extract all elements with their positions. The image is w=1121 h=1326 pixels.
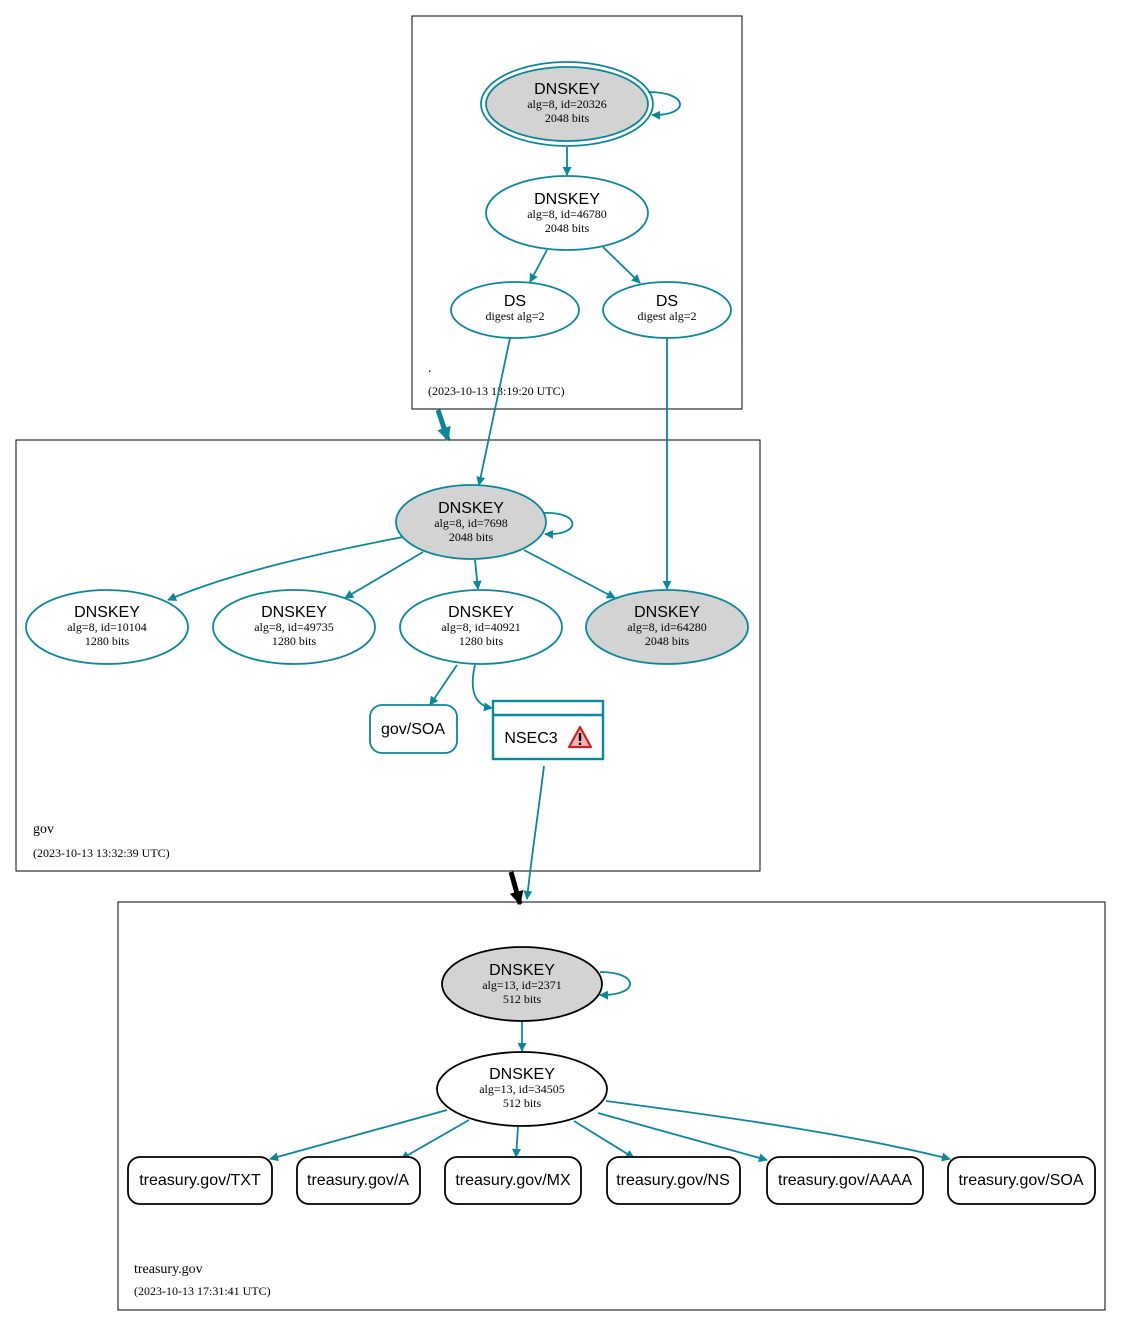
node-rr-a[interactable]: treasury.gov/A	[296, 1156, 421, 1205]
zone-treasury-name: treasury.gov	[134, 1262, 203, 1277]
node-gov-64280[interactable]: DNSKEY alg=8, id=64280 2048 bits	[585, 589, 749, 665]
edge-tr-zsk-aaaa	[597, 1112, 768, 1163]
node-gov-40921-line2: 1280 bits	[459, 634, 504, 648]
edge-gov-ksk-49735	[344, 551, 424, 599]
edge-gov-ksk-40921	[472, 559, 482, 590]
zone-root: . (2023-10-13 13:19:20 UTC)	[411, 15, 743, 410]
node-gov-nsec3-label: NSEC3	[504, 730, 557, 747]
edge-tr-zsk-txt	[269, 1109, 448, 1162]
node-rr-txt-label: treasury.gov/TXT	[139, 1172, 261, 1189]
edge-tr-zsk-soa	[605, 1100, 951, 1162]
node-tr-zsk-title: DNSKEY	[489, 1066, 555, 1083]
node-gov-40921-line1: alg=8, id=40921	[441, 620, 521, 634]
node-gov-ksk-line1: alg=8, id=7698	[434, 516, 508, 530]
node-gov-40921[interactable]: DNSKEY alg=8, id=40921 1280 bits	[399, 589, 563, 665]
warning-icon	[567, 725, 593, 749]
node-rr-ns-label: treasury.gov/NS	[616, 1172, 730, 1189]
node-gov-ksk-title: DNSKEY	[438, 500, 504, 517]
edge-delegation-root-gov	[435, 409, 451, 442]
edge-ds1-gov-ksk	[476, 337, 511, 486]
zone-root-timestamp: (2023-10-13 13:19:20 UTC)	[428, 384, 565, 398]
node-gov-49735-title: DNSKEY	[261, 604, 327, 621]
node-root-zsk-line1: alg=8, id=46780	[527, 207, 607, 221]
node-gov-40921-title: DNSKEY	[448, 604, 514, 621]
node-gov-64280-title: DNSKEY	[634, 604, 700, 621]
node-rr-soa[interactable]: treasury.gov/SOA	[947, 1156, 1096, 1205]
node-root-ksk-title: DNSKEY	[534, 81, 600, 98]
node-tr-ksk-title: DNSKEY	[489, 962, 555, 979]
zone-gov: gov (2023-10-13 13:32:39 UTC)	[15, 439, 761, 872]
node-gov-10104-line1: alg=8, id=10104	[67, 620, 147, 634]
node-root-zsk[interactable]: DNSKEY alg=8, id=46780 2048 bits	[485, 175, 649, 251]
node-root-ds2-title: DS	[656, 293, 678, 310]
edge-root-zsk-ds2	[602, 246, 641, 284]
node-rr-txt[interactable]: treasury.gov/TXT	[127, 1156, 273, 1205]
node-rr-aaaa-label: treasury.gov/AAAA	[778, 1172, 912, 1189]
node-gov-ksk-line2: 2048 bits	[449, 530, 494, 544]
node-tr-ksk-line1: alg=13, id=2371	[482, 978, 562, 992]
node-gov-soa-label: gov/SOA	[381, 721, 445, 738]
zone-root-name: .	[428, 361, 432, 376]
zone-gov-timestamp: (2023-10-13 13:32:39 UTC)	[33, 846, 170, 860]
node-root-ds1[interactable]: DS digest alg=2	[450, 281, 580, 339]
node-root-ds1-line1: digest alg=2	[485, 309, 544, 323]
node-root-zsk-title: DNSKEY	[534, 191, 600, 208]
edge-tr-zsk-a	[400, 1119, 470, 1160]
node-gov-ksk[interactable]: DNSKEY alg=8, id=7698 2048 bits	[395, 484, 547, 560]
node-root-ksk[interactable]: DNSKEY alg=8, id=20326 2048 bits	[480, 61, 654, 147]
zone-treasury-timestamp: (2023-10-13 17:31:41 UTC)	[134, 1284, 271, 1298]
node-tr-ksk-line2: 512 bits	[503, 992, 542, 1006]
node-tr-zsk[interactable]: DNSKEY alg=13, id=34505 512 bits	[436, 1051, 608, 1127]
edge-nsec3-treasury	[523, 765, 545, 900]
node-root-ds2[interactable]: DS digest alg=2	[602, 281, 732, 339]
node-rr-mx[interactable]: treasury.gov/MX	[444, 1156, 582, 1205]
edge-gov-ksk-64280	[523, 549, 616, 599]
node-rr-soa-label: treasury.gov/SOA	[958, 1172, 1083, 1189]
edge-tr-zsk-ns	[573, 1120, 635, 1159]
node-rr-ns[interactable]: treasury.gov/NS	[606, 1156, 741, 1205]
node-tr-zsk-line1: alg=13, id=34505	[479, 1082, 565, 1096]
node-gov-64280-line2: 2048 bits	[645, 634, 690, 648]
zone-gov-name: gov	[33, 822, 54, 837]
edges	[167, 91, 951, 1163]
node-root-ds2-line1: digest alg=2	[637, 309, 696, 323]
node-gov-49735-line1: alg=8, id=49735	[254, 620, 334, 634]
edge-tr-ksk-self	[599, 971, 631, 1000]
edge-tr-zsk-mx	[512, 1126, 522, 1158]
node-gov-10104[interactable]: DNSKEY alg=8, id=10104 1280 bits	[25, 589, 189, 665]
node-gov-soa[interactable]: gov/SOA	[369, 704, 458, 754]
edge-root-ksk-self	[647, 91, 681, 120]
node-rr-aaaa[interactable]: treasury.gov/AAAA	[766, 1156, 924, 1205]
edge-delegation-gov-treasury	[508, 871, 524, 906]
node-gov-nsec3[interactable]: NSEC3	[491, 699, 605, 761]
edge-gov-40921-soa	[429, 664, 458, 706]
edge-gov-40921-nsec3	[471, 664, 493, 712]
edge-gov-ksk-10104	[167, 536, 404, 601]
node-rr-a-label: treasury.gov/A	[307, 1172, 409, 1189]
edge-gov-ksk-self	[541, 512, 574, 539]
node-root-ksk-line2: 2048 bits	[545, 111, 590, 125]
node-tr-ksk[interactable]: DNSKEY alg=13, id=2371 512 bits	[441, 946, 603, 1022]
edge-root-zsk-ds1	[529, 249, 548, 283]
node-root-ds1-title: DS	[504, 293, 526, 310]
node-root-ksk-line1: alg=8, id=20326	[527, 97, 607, 111]
node-gov-49735[interactable]: DNSKEY alg=8, id=49735 1280 bits	[212, 589, 376, 665]
node-gov-10104-line2: 1280 bits	[85, 634, 130, 648]
node-gov-49735-line2: 1280 bits	[272, 634, 317, 648]
node-tr-zsk-line2: 512 bits	[503, 1096, 542, 1110]
zone-treasury: treasury.gov (2023-10-13 17:31:41 UTC)	[117, 901, 1106, 1311]
node-gov-10104-title: DNSKEY	[74, 604, 140, 621]
node-gov-64280-line1: alg=8, id=64280	[627, 620, 707, 634]
node-root-zsk-line2: 2048 bits	[545, 221, 590, 235]
node-rr-mx-label: treasury.gov/MX	[455, 1172, 571, 1189]
